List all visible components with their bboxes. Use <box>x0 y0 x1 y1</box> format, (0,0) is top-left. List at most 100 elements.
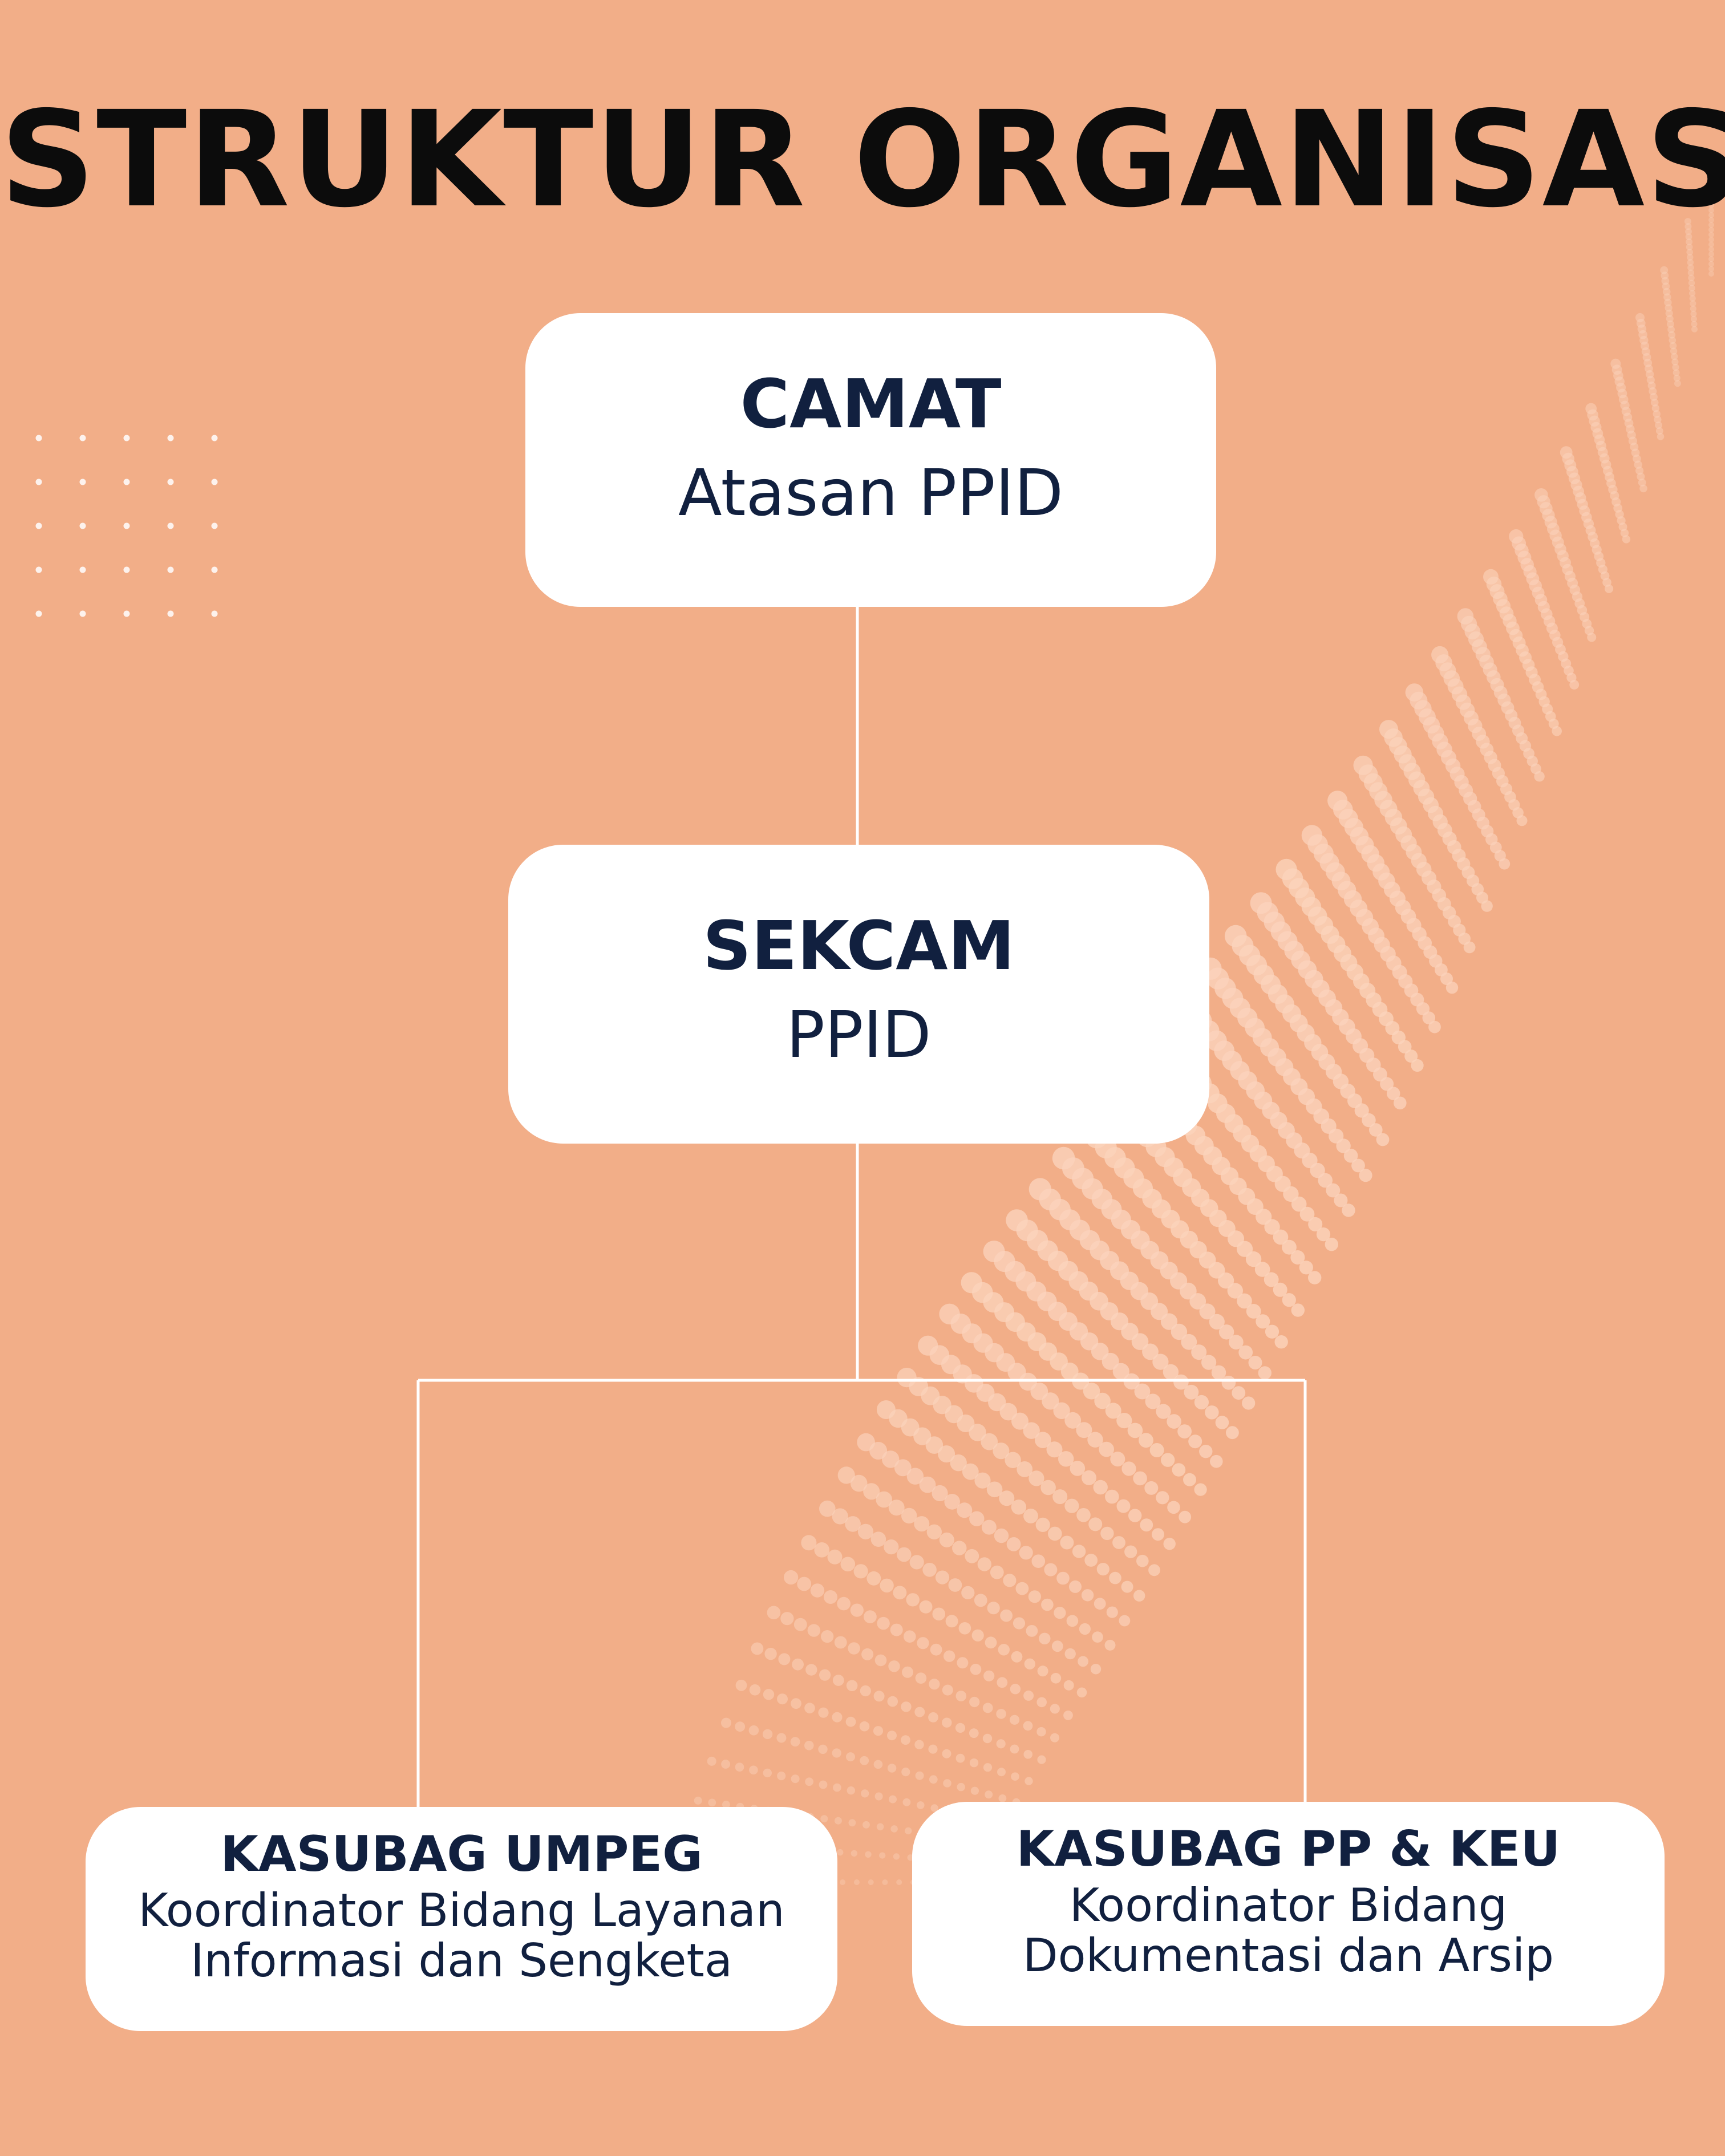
wave-dot <box>915 1672 927 1684</box>
wave-dot <box>1685 228 1692 235</box>
wave-dot <box>1611 364 1622 375</box>
wave-dot <box>1673 369 1680 376</box>
wave-dot <box>832 1675 844 1686</box>
wave-dot <box>873 1691 885 1702</box>
wave-dot <box>865 1851 872 1858</box>
wave-dot <box>1133 1471 1147 1486</box>
wave-dot <box>1003 1574 1017 1587</box>
wave-dot <box>1291 1303 1305 1317</box>
wave-dot <box>1173 1374 1189 1390</box>
wave-dot <box>887 1696 898 1707</box>
wave-dot <box>998 1794 1007 1802</box>
wave-dot <box>1387 1087 1400 1100</box>
wave-dot <box>1638 479 1646 487</box>
wave-dot <box>888 1660 900 1672</box>
wave-dot <box>901 1735 910 1745</box>
wave-dot <box>873 1760 883 1769</box>
wave-dot <box>1024 1658 1036 1669</box>
wave-dot <box>1010 1744 1019 1754</box>
wave-dot <box>850 1474 868 1492</box>
wave-dot <box>1211 1365 1226 1380</box>
wave-dot <box>922 1563 937 1577</box>
wave-dot <box>1674 380 1681 387</box>
wave-dot <box>848 1642 860 1655</box>
wave-dot <box>1688 279 1695 286</box>
wave-dot <box>1025 1777 1033 1785</box>
wave-dot <box>1236 1241 1253 1257</box>
wave-dot <box>1273 1282 1287 1297</box>
wave-dot <box>1663 293 1671 301</box>
wave-dot <box>851 1850 858 1857</box>
grid-dot <box>123 479 130 485</box>
wave-dot <box>864 1610 877 1624</box>
wave-dot <box>935 1570 950 1584</box>
wave-dot <box>996 1739 1006 1749</box>
node-ppkeu-role: KASUBAG PP & KEU <box>1016 1821 1561 1878</box>
wave-dot <box>1394 1096 1407 1110</box>
wave-dot <box>1093 1480 1108 1495</box>
node-kasubag-umpeg: KASUBAG UMPEG Koordinator Bidang Layanan… <box>86 1807 837 2031</box>
wave-dot <box>1290 1250 1305 1265</box>
wave-dot <box>1163 1538 1176 1550</box>
wave-dot <box>1116 1499 1131 1513</box>
node-sekcam: SEKCAM PPID <box>508 845 1209 1144</box>
wave-dot <box>901 1701 912 1712</box>
wave-dot <box>1688 285 1695 291</box>
wave-dot <box>1210 1454 1223 1468</box>
wave-dot <box>888 1500 905 1516</box>
wave-dot <box>1053 1402 1070 1419</box>
wave-dot <box>804 1741 814 1750</box>
wave-dot <box>845 1516 861 1532</box>
dot-wave-decoration <box>670 168 1714 1885</box>
wave-dot <box>853 1564 868 1579</box>
wave-dot <box>1221 1376 1236 1390</box>
node-ppkeu-desc-line-1: Koordinator Bidang <box>1069 1879 1508 1932</box>
wave-dot <box>853 1879 860 1885</box>
wave-dot <box>1140 1518 1153 1532</box>
wave-dot <box>1194 1483 1207 1496</box>
wave-dot <box>882 1879 888 1885</box>
wave-dot <box>1037 1755 1046 1764</box>
wave-dot <box>1647 382 1656 390</box>
wave-dot <box>1669 337 1677 344</box>
wave-dot <box>929 1775 938 1784</box>
wave-dot <box>694 1796 702 1805</box>
wave-dot <box>1299 1206 1315 1222</box>
wave-dot <box>780 1612 794 1626</box>
wave-dot <box>846 1752 855 1762</box>
wave-dot <box>776 1733 787 1743</box>
wave-dot <box>901 1507 917 1524</box>
wave-dot <box>1227 1283 1243 1299</box>
wave-dot <box>847 1786 856 1795</box>
wave-dot <box>792 1658 804 1671</box>
grid-dot <box>123 522 130 529</box>
wave-dot <box>998 1644 1010 1656</box>
wave-dot <box>1015 1582 1029 1595</box>
wave-dot <box>1667 326 1675 334</box>
wave-dot <box>873 1726 884 1736</box>
wave-dot <box>974 1594 987 1607</box>
wave-dot <box>974 1472 991 1489</box>
wave-dot <box>1628 436 1637 445</box>
wave-dot <box>1661 277 1670 285</box>
wave-dot <box>1642 353 1651 362</box>
wave-dot <box>1516 815 1528 826</box>
wave-dot <box>944 1650 955 1662</box>
wave-dot <box>1626 424 1635 434</box>
wave-dot <box>1246 1304 1261 1319</box>
wave-dot <box>982 1733 993 1744</box>
wave-dot <box>957 1415 975 1432</box>
wave-dot <box>981 1433 998 1450</box>
wave-dot <box>1042 1392 1059 1410</box>
wave-dot <box>832 1508 848 1525</box>
wave-dot <box>1326 1183 1341 1198</box>
wave-dot <box>1133 1590 1145 1602</box>
wave-dot <box>969 1424 986 1441</box>
wave-dot <box>1708 192 1714 198</box>
wave-dot <box>1099 1441 1114 1457</box>
wave-dot <box>890 1623 903 1636</box>
wave-dot <box>777 1772 786 1781</box>
wave-dot <box>894 1459 912 1477</box>
wave-dot <box>1623 412 1633 422</box>
wave-dot <box>1023 1509 1038 1523</box>
